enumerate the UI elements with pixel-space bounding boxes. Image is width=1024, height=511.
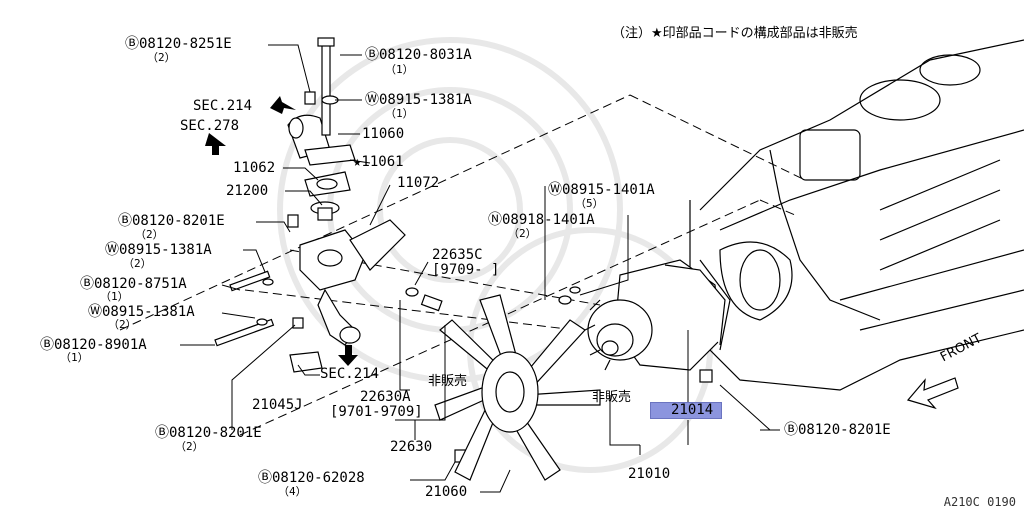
label-hihanbai-pump: 非販売 — [592, 390, 632, 405]
front-arrow — [906, 377, 959, 410]
water-outlet-11060 — [287, 37, 356, 166]
note-text: （注）★印部品コードの構成部品は非販売 — [612, 26, 858, 41]
label-21010: 21010 — [628, 466, 671, 482]
leader-lines — [180, 44, 780, 493]
qty-08918-1401A: （2） — [508, 227, 537, 240]
qty-08120-8201E-a: （2） — [135, 228, 164, 241]
label-08120-8031A: Ⓑ08120-8031A — [365, 47, 472, 63]
label-11060: 11060 — [362, 126, 405, 142]
label-11061: ★11061 — [353, 154, 404, 170]
label-22635C: 22635C — [432, 247, 483, 263]
qty-08915-1381A-mid: （2） — [123, 257, 152, 270]
qty-08120-8031A: （1） — [385, 63, 414, 76]
gasket-11062 — [304, 171, 351, 197]
label-11072: 11072 — [397, 175, 440, 191]
label-22635C-date: [9709- ] — [432, 262, 500, 278]
label-22630A: 22630A — [360, 389, 411, 405]
label-08915-1401A: Ⓦ08915-1401A — [548, 182, 655, 198]
label-sec214-top: SEC.214 — [193, 98, 253, 114]
thermostat-housing — [287, 214, 366, 346]
label-11062: 11062 — [233, 160, 276, 176]
label-21200: 21200 — [226, 183, 269, 199]
label-08120-8251E: Ⓑ08120-8251E — [125, 36, 232, 52]
label-08918-1401A: Ⓝ08918-1401A — [488, 212, 595, 228]
label-21045J: 21045J — [252, 397, 303, 413]
qty-08120-62028: （4） — [278, 485, 307, 498]
label-08915-1381A-mid: Ⓦ08915-1381A — [105, 242, 212, 258]
label-08120-8901A: Ⓑ08120-8901A — [40, 337, 147, 353]
sensor-22630 — [405, 287, 443, 312]
qty-08915-1381A-top: （1） — [385, 107, 414, 120]
label-sec214-bottom: SEC.214 — [320, 366, 380, 382]
qty-08120-8201E-b: （2） — [175, 440, 204, 453]
qty-08120-8251E: （2） — [147, 51, 176, 64]
label-08915-1381A-top: Ⓦ08915-1381A — [365, 92, 472, 108]
label-08120-8201E-c: Ⓑ08120-8201E — [784, 422, 891, 438]
thermostat-21200 — [310, 201, 340, 221]
label-hihanbai-sensor: 非販売 — [428, 374, 468, 389]
fan-21060 — [434, 294, 601, 481]
label-08120-8201E-a: Ⓑ08120-8201E — [118, 213, 225, 229]
label-08120-8751A: Ⓑ08120-8751A — [80, 276, 187, 292]
label-22630A-date: [9701-9709] — [330, 404, 423, 420]
label-sec278: SEC.278 — [180, 118, 240, 134]
qty-08120-8751A: （1） — [100, 290, 129, 303]
engine-block — [689, 39, 1024, 391]
plate-11072 — [349, 219, 406, 271]
qty-08915-1381A-low: （2） — [108, 318, 137, 331]
label-08120-62028: Ⓑ08120-62028 — [258, 470, 365, 486]
qty-08915-1401A: （5） — [575, 197, 604, 210]
diagram-code: A210C 0190 — [943, 495, 1016, 509]
label-08120-8201E-b: Ⓑ08120-8201E — [155, 425, 262, 441]
arrows — [205, 96, 358, 366]
label-22630: 22630 — [390, 439, 433, 455]
qty-08120-8901A: （1） — [60, 351, 89, 364]
label-08915-1381A-low: Ⓦ08915-1381A — [88, 304, 195, 320]
label-21014-highlighted[interactable]: 21014 — [650, 402, 723, 419]
water-pump-21010 — [558, 259, 726, 371]
label-21060: 21060 — [425, 484, 468, 500]
